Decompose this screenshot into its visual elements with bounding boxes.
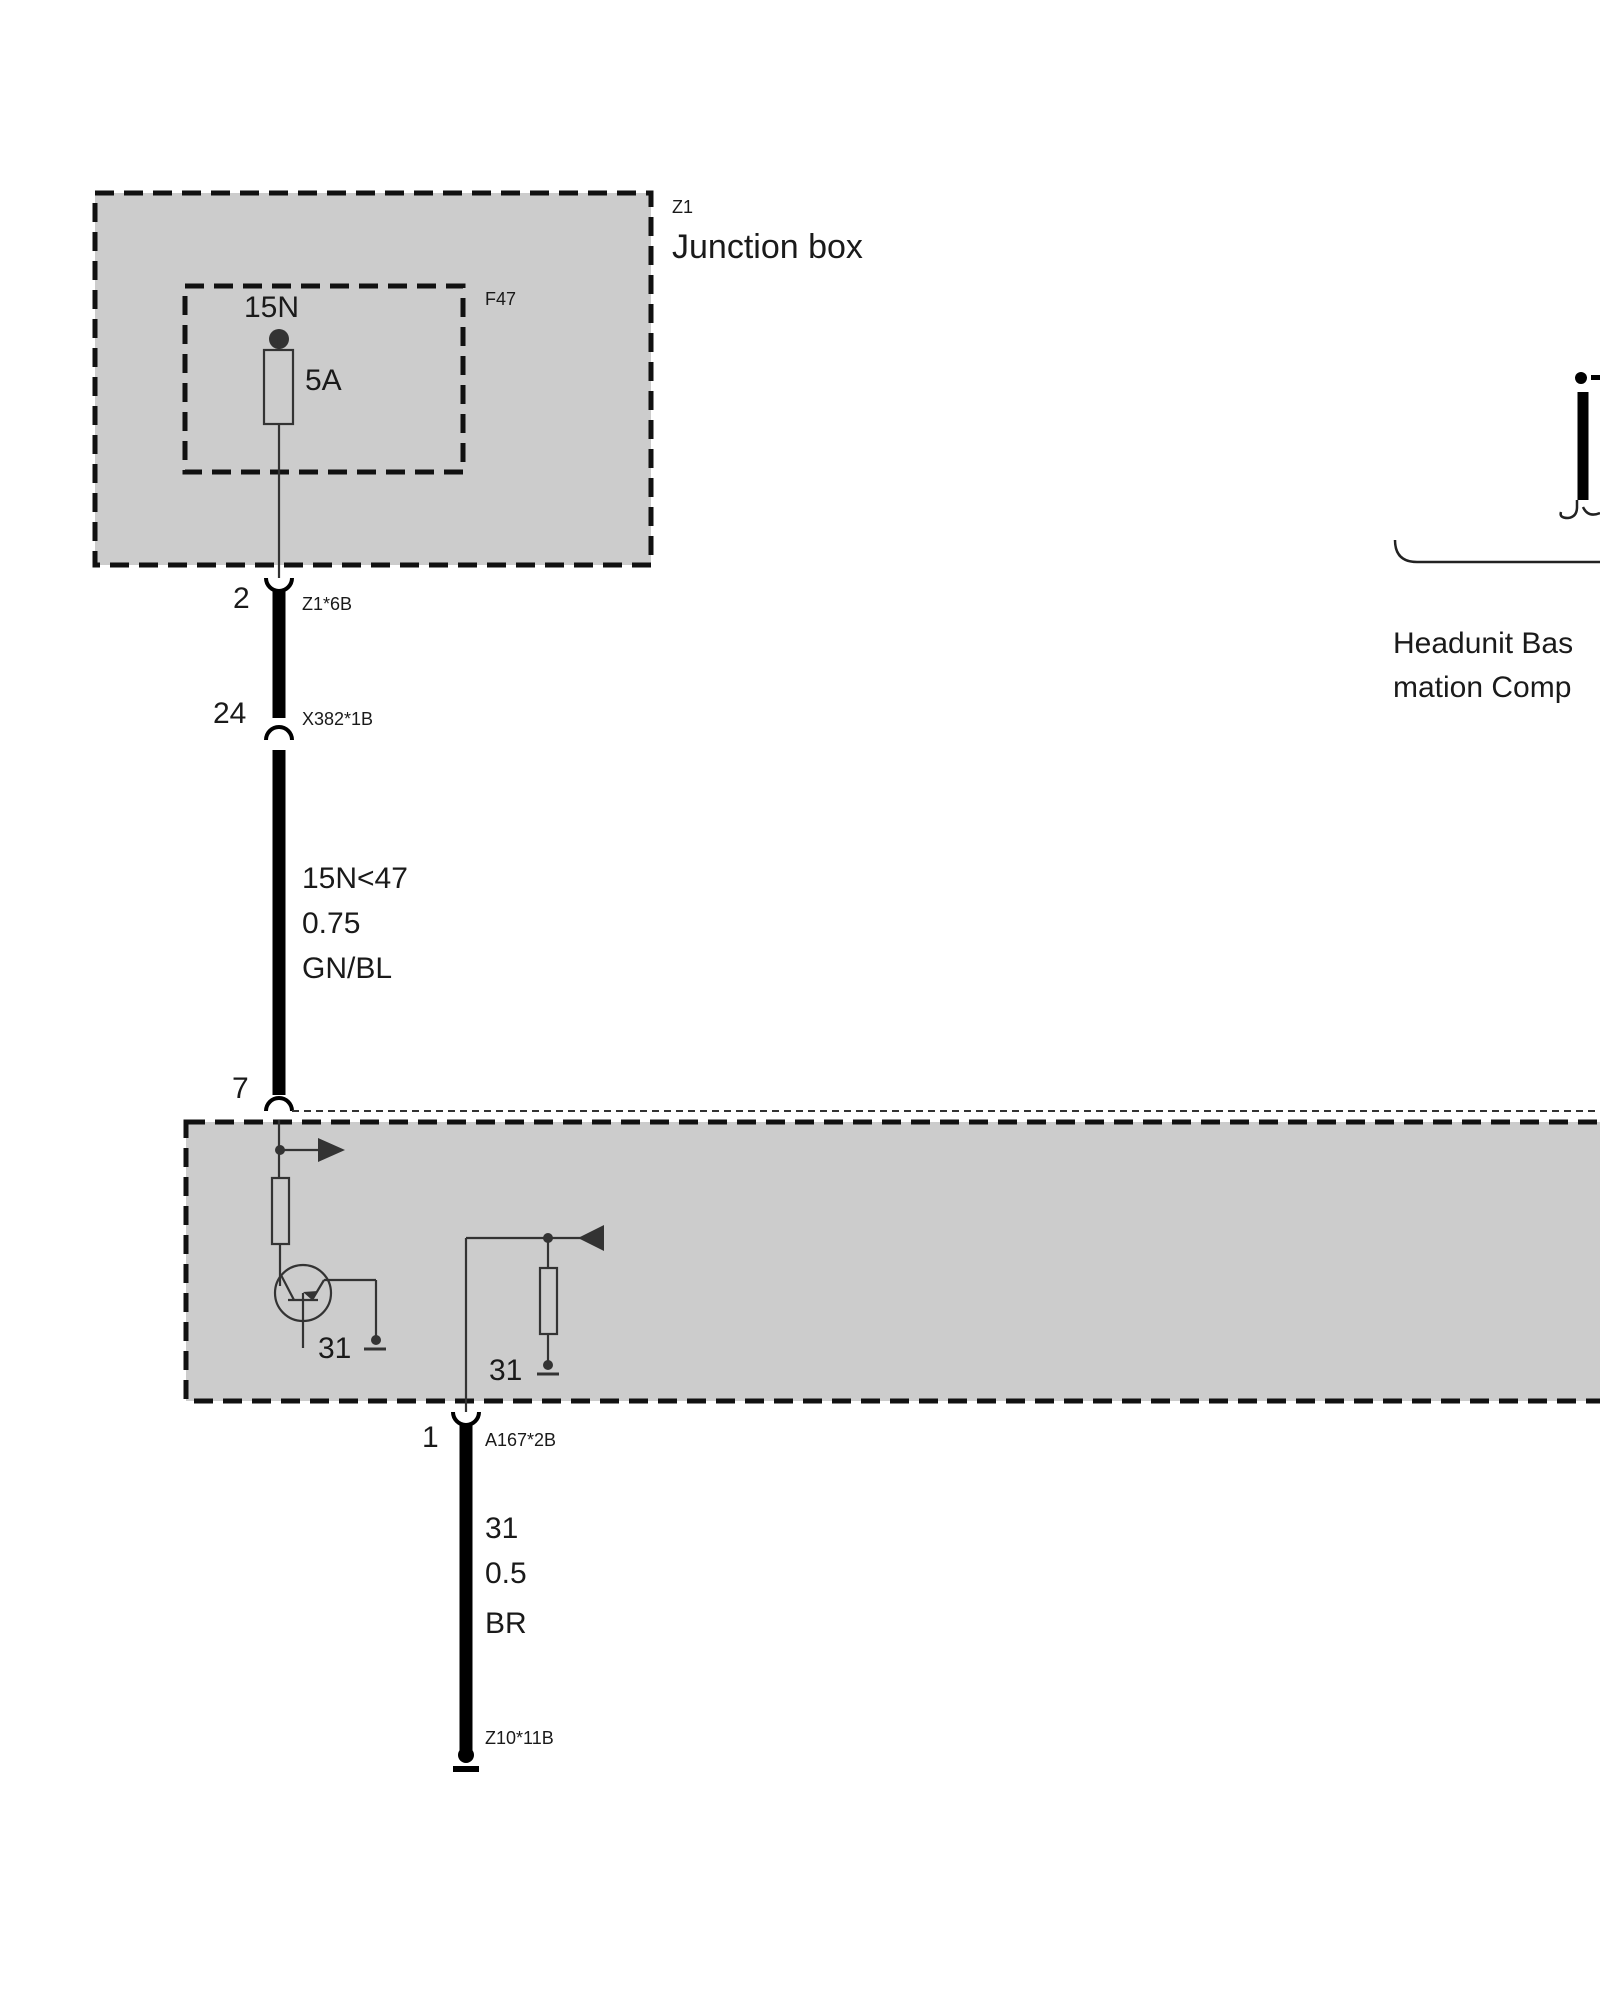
connector-a167-pin: 1	[422, 1421, 439, 1454]
connector-z1-6b: 2 Z1*6B	[233, 577, 352, 615]
connector-plug	[264, 725, 294, 741]
connector-z1-pin: 2	[233, 582, 250, 615]
module-ground-left: 31	[318, 1332, 351, 1365]
headunit-label-line2: mation Comp	[1393, 671, 1571, 704]
connector-z1-ref: Z1*6B	[302, 594, 352, 614]
module-outline	[183, 1119, 1600, 1404]
headunit-label-line1: Headunit Bas	[1393, 627, 1573, 660]
wire-bottom-gauge: 0.5	[485, 1557, 527, 1590]
ground-point-z10: Z10*11B	[453, 1728, 554, 1772]
connector-a167-ref: A167*2B	[485, 1430, 556, 1450]
module-pin-plug	[264, 1096, 294, 1112]
connector-a167-2b: 1 A167*2B	[422, 1411, 556, 1454]
fuse-f47: F47 15N 5A	[182, 283, 516, 578]
headunit-component: Headunit Bas mation Comp	[1393, 372, 1600, 704]
module-pin-number: 7	[232, 1072, 249, 1105]
ground-point-ref: Z10*11B	[485, 1728, 554, 1748]
junction-box: Z1 Junction box F47 15N 5A	[92, 190, 863, 578]
module-ground-right: 31	[489, 1354, 522, 1387]
connector-x382-ref: X382*1B	[302, 709, 373, 729]
connector-x382-pin: 24	[213, 697, 246, 730]
junction-box-name: Junction box	[672, 228, 863, 266]
connector-socket	[451, 1411, 481, 1427]
wire-top-color: GN/BL	[302, 952, 392, 985]
signal-out-arrow-icon	[318, 1138, 345, 1162]
ground-point-dot	[458, 1747, 474, 1763]
wire-label-top: 15N<47 0.75 GN/BL	[302, 862, 408, 985]
connector-module-pin7: 7	[232, 1072, 1600, 1112]
wire-label-bottom: 31 0.5 BR	[485, 1512, 527, 1640]
ground-bar-icon	[453, 1766, 479, 1772]
junction-box-ref: Z1	[672, 197, 693, 217]
fuse-terminal-label: 15N	[244, 291, 299, 324]
junction-box-outline	[92, 190, 654, 568]
connector-x382-1b: 24 X382*1B	[213, 697, 373, 741]
connector-socket	[264, 577, 294, 593]
wire-bottom-color: BR	[485, 1607, 527, 1640]
wire-bottom-signal: 31	[485, 1512, 518, 1545]
headunit-module-box: 31 31	[183, 1119, 1600, 1412]
fuse-rating: 5A	[305, 364, 342, 397]
fuse-ref: F47	[485, 289, 516, 309]
transistor-icon	[273, 1263, 376, 1348]
wire-top-signal: 15N<47	[302, 862, 408, 895]
headunit-bracket	[1393, 539, 1600, 564]
signal-in-arrow-icon	[578, 1225, 604, 1251]
wire-top-gauge: 0.75	[302, 907, 360, 940]
